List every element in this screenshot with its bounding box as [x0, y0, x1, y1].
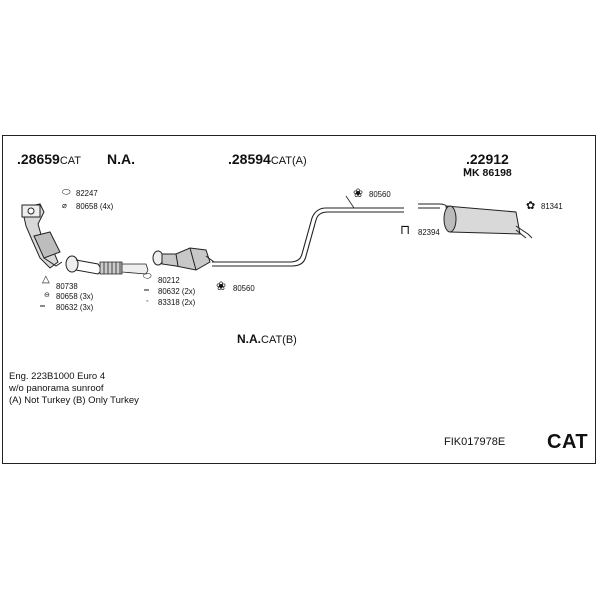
- na-label-front: N.A.: [107, 151, 135, 167]
- middle-pipe-number: .28594CAT(A): [228, 151, 307, 167]
- catalytic-converter-icon: [152, 247, 215, 271]
- gasket-icon-front: △: [42, 274, 50, 285]
- pipe-icon: [212, 195, 404, 267]
- part-81341: 81341: [541, 202, 563, 211]
- manifold-icon: [21, 203, 63, 269]
- part-80658-3x: 80658 (3x): [56, 292, 94, 301]
- rubber-mount-icon: ❀: [353, 186, 364, 200]
- part-80658-4x: 80658 (4x): [76, 202, 114, 211]
- rubber-mount-icon-rear: ✿: [526, 200, 536, 212]
- part-80212: 80212: [158, 276, 180, 285]
- bolt-icon-middle: ═: [144, 287, 149, 294]
- diagram-frame: [2, 135, 596, 464]
- clamp-icon: ⊓: [400, 222, 411, 237]
- rear-kit-number: ⅯK 86198: [463, 167, 512, 179]
- part-80738: 80738: [56, 282, 78, 291]
- part-80632-3x: 80632 (3x): [56, 303, 94, 312]
- reference-code: FIK017978E: [444, 436, 506, 448]
- part-83318-2x: 83318 (2x): [158, 298, 196, 307]
- na-cat-b-label: N.A.CAT(B): [237, 332, 297, 346]
- gasket-icon-middle: ⬭: [143, 271, 152, 282]
- part-80560-top: 80560: [369, 190, 391, 199]
- nut-icon: ⌀: [62, 201, 67, 210]
- category-label: CAT: [547, 431, 589, 453]
- bolt-icon-front: ═: [40, 303, 45, 310]
- note-sunroof: w/o panorama sunroof: [9, 383, 104, 394]
- part-80632-2x: 80632 (2x): [158, 287, 196, 296]
- muffler-icon: [418, 203, 533, 239]
- nut-icon-front: ⊖: [44, 292, 50, 299]
- rear-muffler-number: .22912: [466, 151, 509, 167]
- part-80560-bottom: 80560: [233, 284, 255, 293]
- part-82394: 82394: [418, 228, 440, 237]
- nut-icon-middle: ◦: [146, 298, 149, 305]
- front-pipe: [65, 255, 103, 275]
- flex-pipe-icon: [99, 261, 149, 275]
- part-82247: 82247: [76, 189, 98, 198]
- note-variants: (A) Not Turkey (B) Only Turkey: [9, 395, 139, 406]
- rubber-mount-icon-middle: ❀: [216, 279, 227, 293]
- front-pipe-number: .28659CAT: [17, 151, 82, 167]
- note-engine: Eng. 223B1000 Euro 4: [9, 371, 106, 382]
- gasket-icon: ⬭: [62, 187, 71, 198]
